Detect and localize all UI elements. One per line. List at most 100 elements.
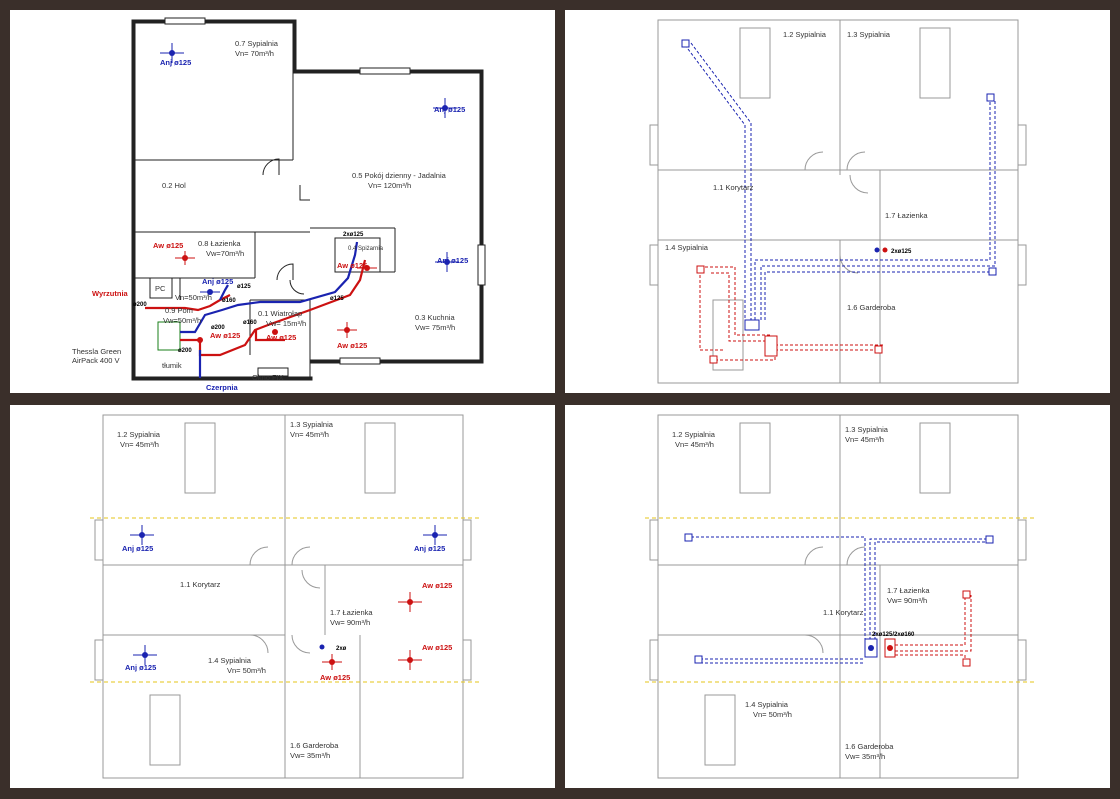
supply-duct [869,538,990,645]
room-label: 1.7 Łazienka [330,608,373,617]
duct-size-label: ø200 [178,348,192,354]
supply-terminal-markers [130,525,447,665]
window [1017,639,1027,681]
riser-exhaust-dot [887,645,893,651]
skylight [919,27,951,99]
room-label: 1.2 Sypialnia [117,430,161,439]
room-label: 1.6 Garderoba [845,742,894,751]
duct-size-label: ø125 [237,284,251,290]
room-label: 0.9 Pom [165,306,193,315]
door [262,158,280,176]
first-floor-duct-flow-plan: 1.2 Sypialnia Vn= 45m³/h 1.3 Sypialnia V… [645,414,1035,779]
terminal-label: Aw ø125 [337,261,367,270]
window [1017,519,1027,561]
floor-outline [657,414,1019,779]
room-label: 0.1 Wiatrołap [258,309,302,318]
room-label: 1.3 Sypialnia [847,30,891,39]
room-flow: Vw= 35m³/h [290,751,330,760]
first-floor-duct-plan: 1.2 Sypialnia 1.3 Sypialnia 1.1 Korytarz… [649,19,1027,384]
duct-size-label: ø125 [330,296,344,302]
room-flow: Vn= 45m³/h [845,435,884,444]
wall [292,19,297,73]
supply-terminals [684,533,994,664]
exhaust-duct [254,330,285,342]
duct-size-label: ø160 [222,298,236,304]
pc-flow: Vn=50m³/h [175,293,212,302]
wall [309,359,484,364]
terminal-label: Anj ø125 [437,256,468,265]
wall [131,19,296,24]
floor-outline [657,19,1019,384]
exhaust-duct [711,272,770,342]
room-label: 1.4 Sypialnia [208,656,252,665]
riser-supply-dot [874,247,880,253]
supply-duct [690,42,752,320]
room-flow: Vw= 15m³/h [266,319,306,328]
room-label: 1.2 Sypialnia [783,30,827,39]
window [649,244,659,286]
room-label: 1.7 Łazienka [885,211,928,220]
room-label: 1.7 Łazienka [887,586,930,595]
room-flow: Vw= 35m³/h [845,752,885,761]
supply-duct [691,536,866,645]
door [276,263,294,281]
room-flow: Vn= 45m³/h [675,440,714,449]
exhaust-duct [895,595,972,652]
room-flow: Vn= 50m³/h [753,710,792,719]
room-label: 1.3 Sypialnia [845,425,889,434]
terminal-label: Aw ø125 [266,333,296,342]
room-label: 0.3 Kuchnia [415,313,455,322]
duct-size-label: 2xø [336,646,347,652]
door [291,546,311,566]
room-flow: Vn= 70m³/h [235,49,274,58]
window [462,639,472,681]
terminal-label: Aw ø125 [320,673,350,682]
terminal-label: Anj ø125 [160,58,191,67]
riser-supply-dot [868,645,874,651]
duct-size-label: ø160 [243,320,257,326]
duct-size-label: ø200 [133,302,147,308]
window [1017,244,1027,286]
pantry-box [334,237,381,273]
terminal-label: Aw ø125 [422,581,452,590]
room-label: 1.4 Sypialnia [745,700,789,709]
room-label: 0.7 Sypialnia [235,39,279,48]
window [94,639,104,681]
exhaust-duct [895,654,966,663]
room-flow: Vn= 120m³/h [368,181,411,190]
room-label: 0.4 Spiżarnia [348,246,384,252]
window [164,17,206,25]
duct-size-label: ø200 [211,325,225,331]
door [804,634,824,654]
ventilation-unit [157,321,181,351]
wall [131,376,313,381]
riser-exhaust-dot [882,247,888,253]
exhaust-duct [699,270,725,351]
room-flow: Vn= 45m³/h [120,440,159,449]
exhaust-outlet-label: Wyrzutnia [92,289,129,298]
window [649,639,659,681]
unit-label: Thessla Green [72,347,121,356]
supply-duct [764,271,992,320]
room-flow: Vn= 50m³/h [227,666,266,675]
floor-outline [102,414,464,779]
unit-label: AirPack 400 V [72,356,120,365]
door [301,569,321,589]
door [849,174,869,194]
room-flow: Vw= 90m³/h [887,596,927,605]
terminal-label: Anj ø125 [122,544,153,553]
room-label: 0.2 Hol [162,181,186,190]
supply-duct [754,100,991,320]
supply-duct [684,44,746,320]
terminal-label: Aw ø125 [153,241,183,250]
terminal-label: Anj ø125 [414,544,445,553]
wall [479,69,484,363]
silencer-label: tłumik [162,361,182,370]
supply-terminal-markers [160,43,459,295]
door [804,151,824,171]
door [299,185,310,201]
first-floor-duct-plan-panel: 1.2 Sypialnia 1.3 Sypialnia 1.1 Korytarz… [565,10,1110,393]
duct-size-label: 2xø125 [891,249,912,255]
door [249,546,269,566]
door [846,151,866,171]
